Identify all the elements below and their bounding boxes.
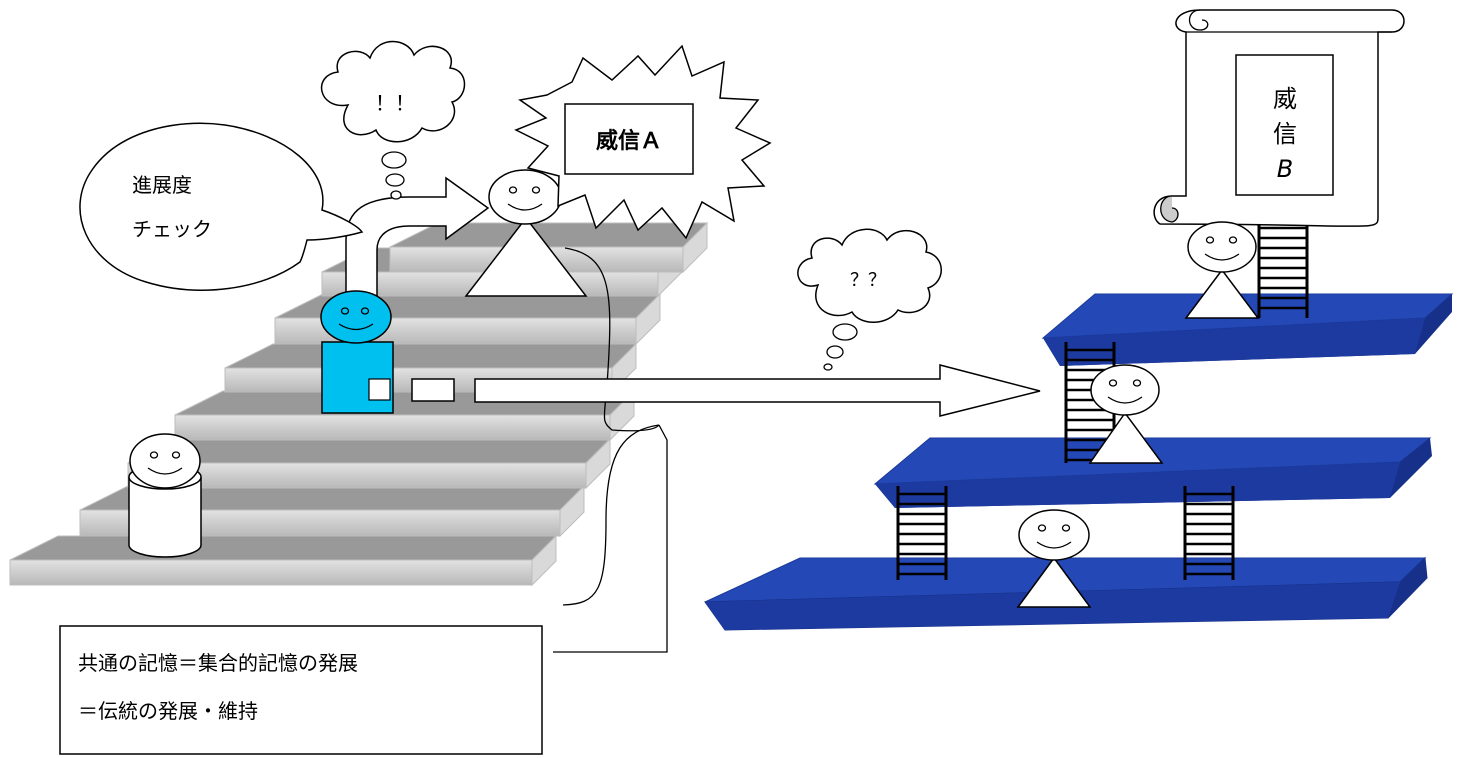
caption-line1: 共通の記憶＝集合的記憶の発展: [78, 651, 358, 675]
cyan-figure-hand: [368, 378, 391, 401]
cyan-figure-body: [321, 341, 394, 414]
stair-riser: [127, 462, 587, 489]
cylinder-figure: [128, 433, 202, 558]
prestige-b-char-3: B: [1277, 155, 1293, 183]
figure-body-triangle: [464, 216, 588, 297]
stair-side: [559, 484, 585, 538]
platform-figure-bottom: [1016, 509, 1092, 608]
ladder: [896, 486, 948, 580]
stair-riser: [174, 414, 611, 441]
cyan-figure: [320, 290, 394, 414]
caption-box: [59, 625, 543, 755]
smiley-face-icon: [320, 290, 392, 344]
prestige-a-label: 威信Ａ: [596, 128, 662, 154]
caption-line2: ＝伝統の発展・維持: [78, 699, 258, 723]
speech-bubble-line2: チェック: [132, 217, 212, 241]
platform-middle: [873, 437, 1432, 508]
caption-connector: [553, 424, 668, 653]
prestige-b-box: [1235, 54, 1334, 196]
thought-top-text: ！！: [375, 91, 415, 115]
ladders: [896, 200, 1309, 580]
platform-figure-middle: [1088, 364, 1164, 464]
top-stair-figure: [464, 169, 588, 297]
scroll: 威 信 B: [1153, 9, 1405, 228]
stair-side: [585, 437, 611, 490]
smiley-face-icon: [129, 433, 201, 489]
thought-cloud-mid: ？？: [797, 228, 942, 371]
stair-tread: [9, 535, 558, 561]
smiley-face-icon: [488, 169, 562, 225]
curved-up-arrow: [345, 176, 490, 301]
prestige-b-char-1: 威: [1273, 85, 1297, 113]
ladder: [1183, 486, 1235, 580]
stair-side: [531, 534, 557, 587]
stair-riser: [9, 559, 533, 586]
speech-bubble: 進展度 チェック: [79, 122, 364, 291]
stair-side: [682, 221, 708, 274]
brace-lower: [562, 424, 660, 606]
speech-bubble-line1: 進展度: [132, 173, 192, 197]
smiley-face-icon: [1018, 509, 1090, 561]
smiley-face-icon: [1187, 221, 1257, 273]
platform-figure-top: [1184, 221, 1260, 319]
prestige-b-char-2: 信: [1273, 120, 1297, 148]
large-right-arrow: [474, 364, 1041, 417]
stair-side: [635, 292, 661, 346]
arrow-tail-block: [411, 378, 455, 402]
prestige-a-box: [564, 103, 694, 175]
thought-mid-text: ？？: [850, 270, 886, 291]
cylinder-body: [128, 477, 202, 558]
smiley-face-icon: [1090, 364, 1160, 416]
stair-tread: [224, 343, 638, 369]
thought-cloud-top: ！！: [320, 40, 466, 200]
